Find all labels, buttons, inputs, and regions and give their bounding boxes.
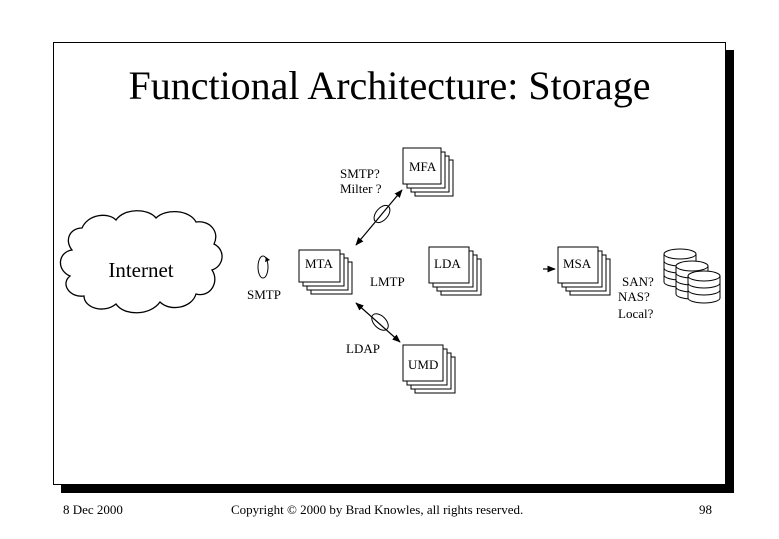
footer-date: 8 Dec 2000 xyxy=(63,502,123,517)
ldap-label: LDAP xyxy=(346,341,380,356)
storage-label-nas: NAS? xyxy=(618,289,650,304)
smtp-protocol-icon xyxy=(257,255,270,279)
msa-label: MSA xyxy=(563,256,592,271)
lda-node: LDA xyxy=(428,246,482,296)
slide-title: Functional Architecture: Storage xyxy=(128,63,651,108)
footer-copyright: Copyright © 2000 by Brad Knowles, all ri… xyxy=(231,502,524,517)
milter-protocol-icon xyxy=(373,204,391,224)
mta-umd-arrow xyxy=(355,302,401,343)
umd-node: UMD xyxy=(402,344,456,394)
footer-page-number: 98 xyxy=(699,502,712,517)
mta-node: MTA xyxy=(298,249,353,295)
internet-cloud: Internet xyxy=(59,210,223,314)
msa-node: MSA xyxy=(557,246,611,296)
smtp-label: SMTP xyxy=(247,287,281,302)
mta-label: MTA xyxy=(305,256,333,271)
mfa-node: MFA xyxy=(402,147,454,197)
storage-label-local: Local? xyxy=(618,306,654,321)
mta-mfa-arrow xyxy=(355,189,403,246)
storage-disks-icon xyxy=(663,248,721,304)
internet-label: Internet xyxy=(108,258,173,282)
lmtp-label: LMTP xyxy=(370,274,405,289)
smtp-milter-label-line2: Milter ? xyxy=(340,181,382,196)
mfa-label: MFA xyxy=(409,159,437,174)
storage-label-san: SAN? xyxy=(622,274,654,289)
smtp-milter-label-line1: SMTP? xyxy=(340,166,380,181)
lda-label: LDA xyxy=(434,256,461,271)
umd-label: UMD xyxy=(408,357,438,372)
ldap-protocol-icon xyxy=(371,313,389,331)
